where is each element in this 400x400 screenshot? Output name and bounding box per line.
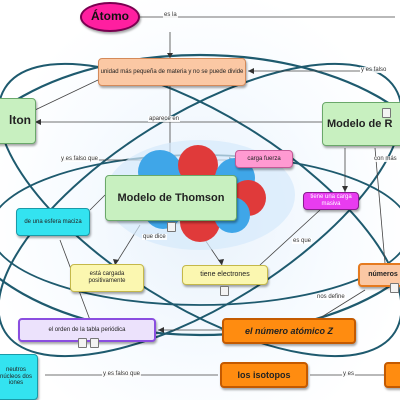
link-rutherford-numero bbox=[374, 147, 386, 264]
link-label-es-que: es que bbox=[292, 238, 313, 244]
link-numero-z bbox=[319, 289, 366, 319]
arrow-head bbox=[158, 327, 164, 333]
link-dalton-unidad bbox=[34, 79, 99, 111]
link-label-con-mas: con más bbox=[373, 156, 398, 162]
arrow-head bbox=[342, 186, 348, 192]
arrow-head bbox=[218, 259, 224, 265]
concept-carga-fuerza[interactable]: carga fuerza bbox=[235, 150, 293, 168]
arrow-head bbox=[113, 259, 119, 265]
concept-cargada-positivamente[interactable]: está cargada positivamente bbox=[70, 264, 144, 292]
document-icon[interactable] bbox=[390, 283, 399, 293]
link-masiva-electrones bbox=[259, 209, 321, 266]
document-icon[interactable] bbox=[90, 338, 99, 348]
arrow-head bbox=[248, 68, 254, 74]
link-label-que-dice: que dice bbox=[142, 234, 167, 240]
orbit-outer bbox=[0, 53, 400, 337]
link-label-es-la: es la bbox=[163, 12, 178, 18]
link-label-aparece-en: aparece en bbox=[148, 116, 181, 122]
link-thomson-esfera bbox=[89, 194, 106, 211]
concept-orden-tabla-periodica[interactable]: el orden de la tabla periódica bbox=[18, 318, 156, 342]
document-icon[interactable] bbox=[78, 338, 87, 348]
concept-partial-bottom-right[interactable] bbox=[384, 362, 400, 388]
link-label-y-es: y es bbox=[342, 371, 356, 377]
concept-atomo[interactable]: Átomo bbox=[80, 2, 140, 32]
link-label-nos-define: nos define bbox=[316, 294, 346, 300]
concept-modelo-dalton[interactable]: lton bbox=[0, 98, 36, 144]
orbit-tilted-2 bbox=[0, 62, 400, 358]
concept-carga-masiva[interactable]: tiene una carga masiva bbox=[303, 192, 359, 210]
document-icon[interactable] bbox=[220, 286, 229, 296]
document-icon[interactable] bbox=[167, 222, 176, 232]
link-label-y-es-falso: y es falso bbox=[360, 67, 388, 73]
arrow-head bbox=[167, 53, 173, 58]
concept-esfera-maciza[interactable]: de una esfera maciza bbox=[16, 208, 90, 236]
concept-isotopos[interactable]: los isotopos bbox=[220, 362, 308, 388]
concept-unidad[interactable]: unidad más pequeña de materia y no se pu… bbox=[98, 58, 246, 86]
document-icon[interactable] bbox=[382, 108, 391, 118]
orbit-tilted-1 bbox=[0, 62, 400, 358]
concept-modelo-thomson[interactable]: Modelo de Thomson bbox=[105, 175, 237, 221]
concept-neutros[interactable]: neutros núcleos dos iones bbox=[0, 354, 38, 400]
link-label-y-es-falso-que: y es falso que bbox=[60, 156, 100, 162]
link-label-y-es-falso-que-2: y es falso que bbox=[102, 371, 142, 377]
concept-numero-atomico-z[interactable]: el número atómico Z bbox=[222, 318, 356, 344]
concept-tiene-electrones[interactable]: tiene electrones bbox=[182, 265, 268, 285]
arrow-head bbox=[35, 119, 41, 125]
